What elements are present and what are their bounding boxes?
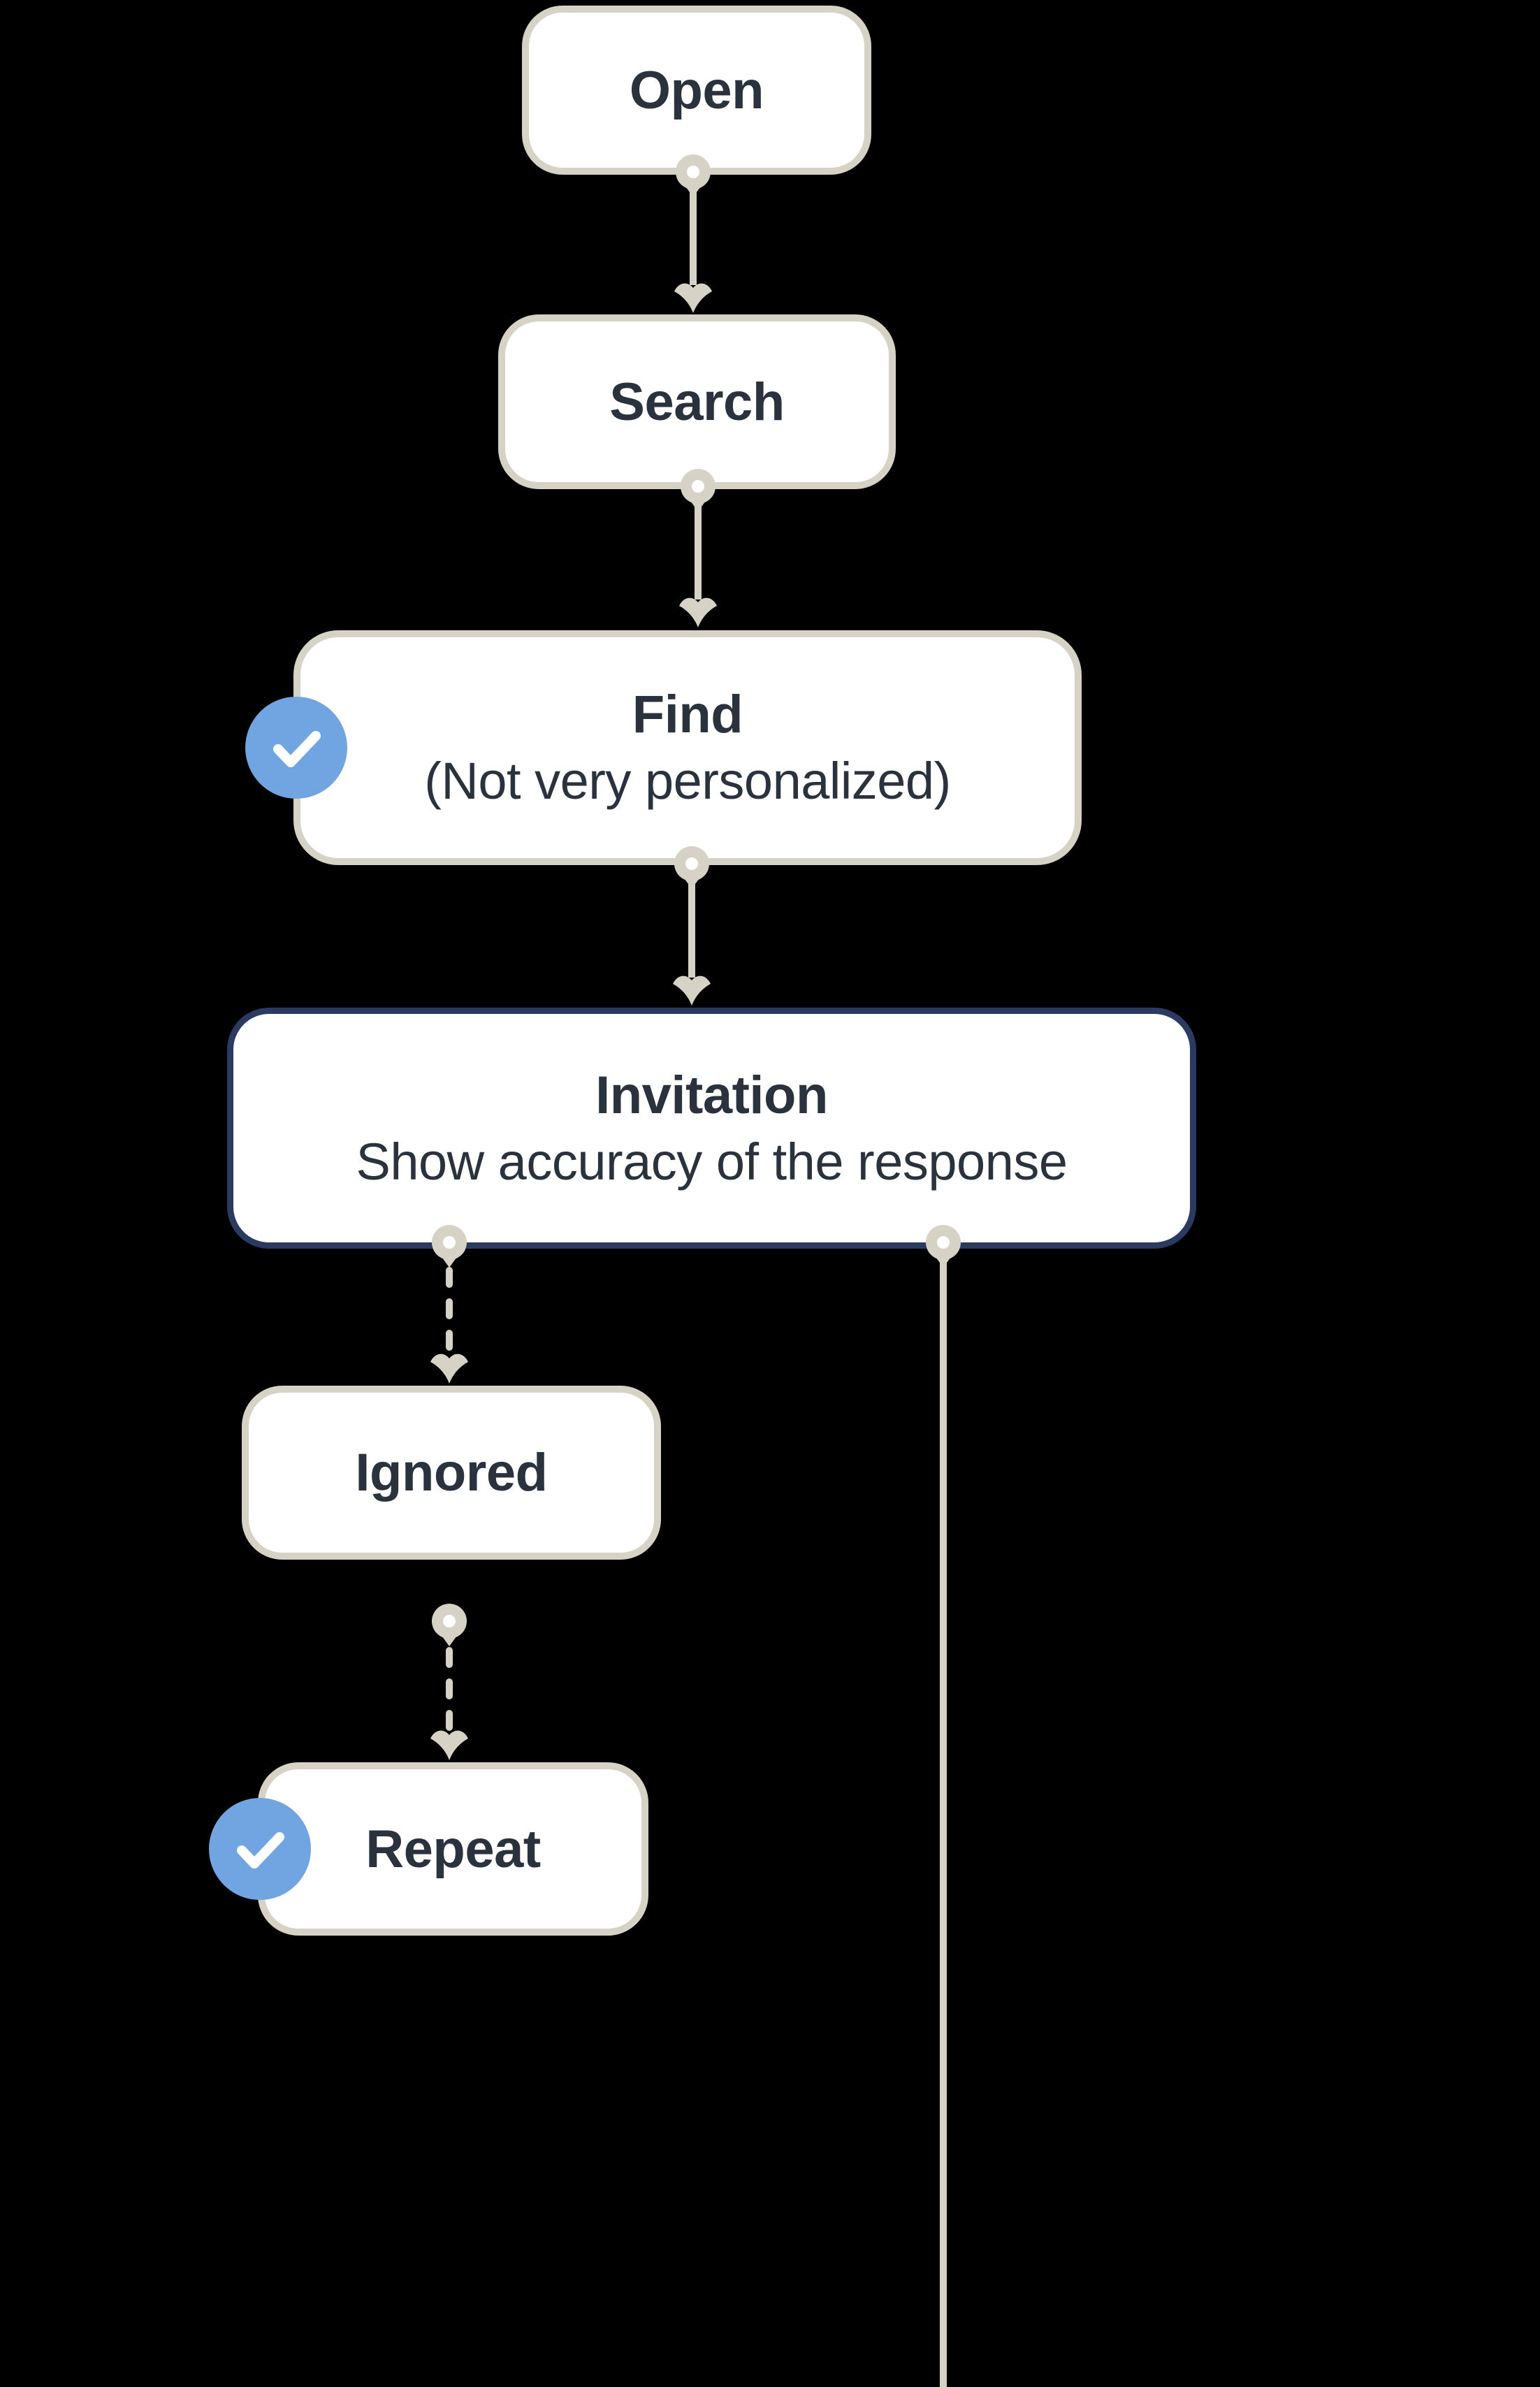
edge-open-search[interactable]: [674, 175, 712, 313]
node-find[interactable]: Find (Not very personalized): [293, 630, 1082, 865]
node-ignored[interactable]: Ignored: [242, 1386, 661, 1560]
node-open[interactable]: Open: [522, 6, 871, 175]
check-icon: [237, 1832, 284, 1869]
check-icon: [273, 731, 321, 767]
node-ignored-label: Ignored: [355, 1443, 548, 1502]
node-open-label: Open: [629, 60, 764, 120]
node-search[interactable]: Search: [498, 314, 896, 489]
node-search-label: Search: [609, 372, 785, 432]
check-badge-find: [245, 697, 347, 799]
node-invitation-label: Invitation: [595, 1065, 828, 1125]
node-find-sublabel: (Not very personalized): [424, 752, 951, 810]
edge-search-find[interactable]: [679, 489, 717, 627]
node-repeat[interactable]: Repeat: [258, 1762, 648, 1936]
edge-find-invitation[interactable]: [673, 865, 711, 1006]
node-repeat-label: Repeat: [365, 1819, 541, 1879]
node-invitation-sublabel: Show accuracy of the response: [356, 1132, 1068, 1191]
node-invitation[interactable]: Invitation Show accuracy of the response: [227, 1008, 1196, 1249]
edge-invitation-ignored[interactable]: [430, 1267, 468, 1384]
check-badge-repeat: [209, 1798, 311, 1900]
edge-ignored-repeat[interactable]: [430, 1647, 468, 1760]
node-find-label: Find: [632, 685, 743, 744]
